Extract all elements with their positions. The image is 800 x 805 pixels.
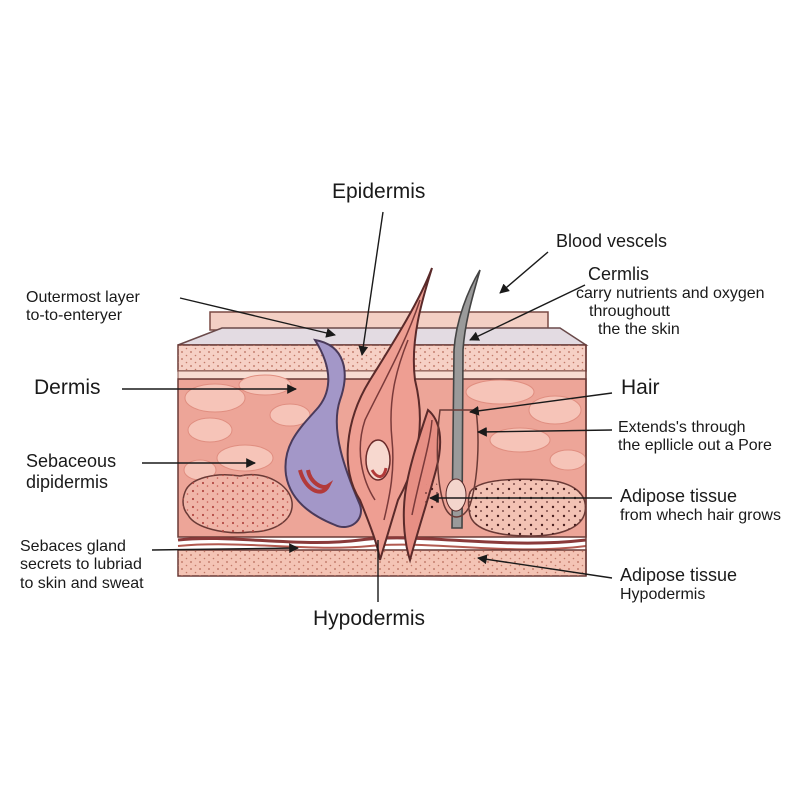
label-extends: Extends's through the epllicle out a Por…: [618, 419, 772, 456]
label-extends-line1: Extends's through: [618, 419, 746, 436]
label-epidermis: Epidermis: [332, 180, 426, 203]
label-adipose2-line2: Hypodermis: [620, 585, 706, 603]
label-outermost-line1: Outermost layer: [26, 289, 140, 306]
label-extends-line2: the epllicle out a Pore: [618, 437, 772, 455]
label-cermlis-line3: the the skin: [598, 321, 680, 339]
label-cermlis-line2: throughoutt: [589, 303, 670, 321]
label-outermost: Outermost layer to-to-enteryer: [26, 289, 140, 326]
label-sebaceous-line1: Sebaceous: [26, 451, 117, 471]
label-sebaces-gland-line2: secrets to lubriad: [20, 556, 142, 574]
label-sebaces-gland: Sebaces gland secrets to lubriad to skin…: [20, 538, 144, 593]
label-sebaces-gland-line3: to skin and sweat: [20, 574, 144, 592]
label-sebaces-gland-line1: Sebaces gland: [20, 538, 126, 555]
hair-shaft: [436, 269, 481, 529]
hair-follicle: [346, 267, 442, 564]
label-adipose-tissue-hair: Adipose tissue from whech hair grows: [620, 486, 781, 525]
label-outermost-line2: to-to-enteryer: [26, 307, 123, 325]
label-adipose1-line1: Adipose tissue: [620, 486, 738, 506]
label-cermlis: Cermlis carry nutrients and oxygen throu…: [576, 264, 765, 340]
label-sebaceous-line2: dipidermis: [26, 471, 109, 492]
label-adipose-tissue-hypodermis: Adipose tissue Hypodermis: [620, 565, 737, 604]
leader-lines: [122, 211, 613, 602]
label-hypodermis: Hypodermis: [313, 607, 426, 630]
label-sebaceous: Sebaceous dipidermis: [26, 451, 116, 492]
label-cermlis-line1: carry nutrients and oxygen: [576, 284, 765, 302]
label-blood-vessels: Blood vescels: [556, 231, 668, 251]
sebaceous-structure: [284, 338, 362, 528]
label-dermis: Dermis: [34, 376, 101, 399]
label-hair: Hair: [621, 376, 660, 399]
label-cermlis-title: Cermlis: [588, 264, 649, 284]
label-adipose2-line1: Adipose tissue: [620, 565, 738, 585]
label-adipose1-line2: from whech hair grows: [620, 506, 781, 524]
epidermis-surface: [177, 311, 589, 346]
